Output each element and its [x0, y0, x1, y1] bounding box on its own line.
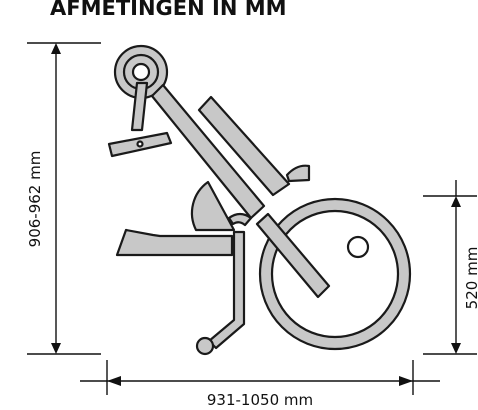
handbike-device-drawing [107, 44, 412, 356]
fork-arm [255, 212, 331, 299]
drive-wheel [258, 197, 412, 351]
mudguard-panel [197, 95, 291, 197]
crank-disc [113, 44, 169, 100]
handle-grip [107, 131, 173, 158]
height-dimension [27, 42, 101, 355]
height-label: 906-962 mm [26, 151, 44, 248]
curved-link [227, 212, 253, 227]
crank-arm [130, 81, 149, 132]
diagram-title: AFMETINGEN IN MM [50, 0, 287, 20]
front-tab [285, 164, 311, 183]
seat-plate [115, 228, 234, 257]
length-dimension [80, 360, 440, 395]
connector-segment [190, 180, 236, 232]
support-strut [195, 230, 246, 356]
dimension-lines [27, 42, 477, 395]
main-frame-tube [150, 83, 266, 220]
wheel-height-dimension [423, 180, 477, 355]
length-label: 931-1050 mm [207, 391, 313, 409]
wheel-height-label: 520 mm [463, 247, 478, 310]
